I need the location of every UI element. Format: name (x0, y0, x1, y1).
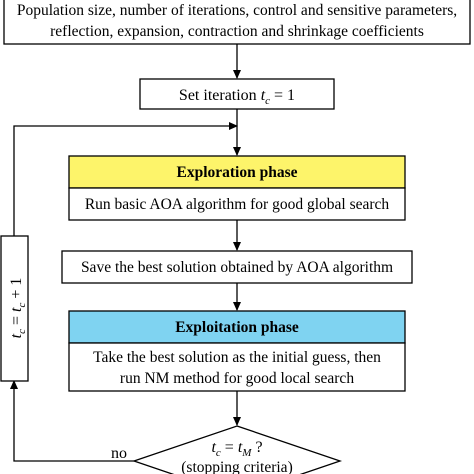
set-iteration-box: Set iteration tc = 1 (139, 78, 335, 110)
increment-iteration-box: tc = tc + 1 (0, 235, 29, 382)
increment-label: tc = tc + 1 (8, 278, 28, 339)
save-best-box: Save the best solution obtained by AOA a… (61, 250, 413, 284)
exploitation-header: Exploitation phase (175, 319, 299, 336)
input-line-1: Population size, number of iterations, c… (17, 2, 457, 19)
exploration-phase-box: Exploration phase Run basic AOA algorith… (68, 155, 406, 221)
no-label: no (111, 445, 127, 462)
exploitation-line-1: Take the best solution as the initial gu… (93, 349, 381, 366)
stopping-criteria-decision: tc = tM ? (stopping criteria) (131, 425, 343, 474)
save-best-text: Save the best solution obtained by AOA a… (81, 259, 393, 276)
exploration-header-fill (68, 155, 406, 189)
loop-arrow-back-to-main (13, 122, 238, 236)
set-iteration-label: Set iteration tc = 1 (179, 87, 295, 107)
loop-arrow-up-to-box (10, 380, 134, 462)
decision-stopping-criteria: (stopping criteria) (181, 459, 292, 474)
decision-condition: tc = tM ? (211, 439, 262, 459)
exploitation-phase-box: Exploitation phase Take the best solutio… (68, 310, 406, 392)
exploitation-line-2: run NM method for good local search (120, 370, 354, 387)
input-line-2: reflection, expansion, contraction and s… (50, 23, 424, 40)
input-parameters-box: Population size, number of iterations, c… (3, 0, 471, 45)
exploration-body: Run basic AOA algorithm for good global … (85, 196, 390, 213)
exploration-header: Exploration phase (176, 164, 297, 181)
